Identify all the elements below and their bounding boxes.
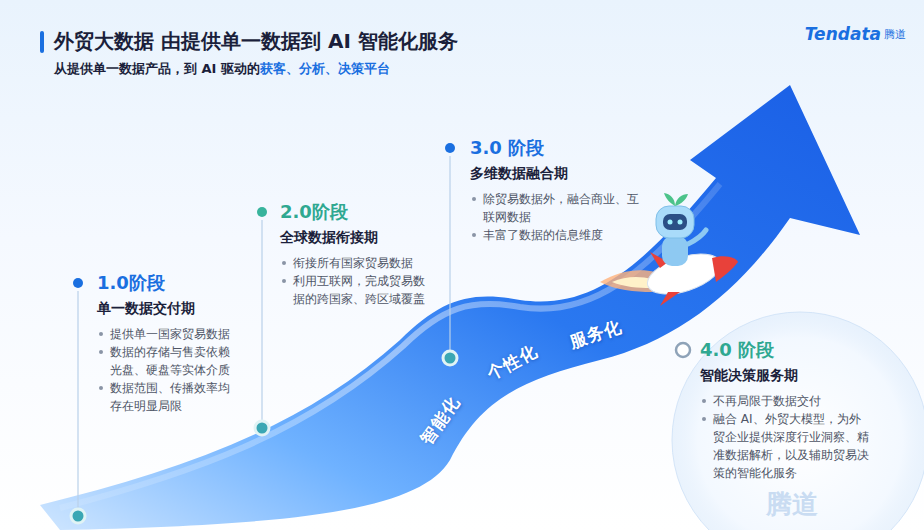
- bullet-item: 利用互联网，完成贸易数据的跨国家、跨区域覆盖: [280, 272, 425, 308]
- stage-name: 单一数据交付期: [97, 298, 239, 318]
- bullet-dot: [282, 261, 286, 265]
- arrow-word: 个性化: [483, 340, 540, 383]
- stage-heading: 2.0阶段: [280, 200, 425, 224]
- anchor-dot: [443, 351, 457, 365]
- bullet-item: 融合 AI、外贸大模型，为外贸企业提供深度行业洞察、精准数据解析，以及辅助贸易决…: [700, 410, 872, 482]
- logo-chinese: 腾道: [884, 27, 906, 42]
- bullet-text: 利用互联网，完成贸易数据的跨国家、跨区域覆盖: [293, 272, 425, 308]
- subtitle-part: 从提供单一数据产品，到 AI 驱动的: [54, 60, 260, 78]
- bullet-dot: [99, 386, 103, 390]
- rocket-robot: [600, 193, 738, 306]
- bullet-dot: [282, 279, 286, 283]
- anchor-dot: [71, 509, 85, 523]
- stage-heading: 1.0阶段: [97, 271, 239, 295]
- leader-line: [449, 156, 450, 352]
- bullet-item: 丰富了数据的信息维度: [470, 226, 640, 244]
- stage-name: 智能决策服务期: [700, 365, 872, 385]
- bullet-text: 融合 AI、外贸大模型，为外贸企业提供深度行业洞察、精准数据解析，以及辅助贸易决…: [713, 410, 872, 482]
- stage-block: 4.0 阶段智能决策服务期不再局限于数据交付融合 AI、外贸大模型，为外贸企业提…: [700, 338, 872, 482]
- bullet-item: 衔接所有国家贸易数据: [280, 254, 425, 272]
- anchor-dot: [255, 421, 269, 435]
- bullet-text: 丰富了数据的信息维度: [483, 226, 640, 244]
- leader-line: [77, 291, 78, 510]
- bullet-text: 不再局限于数据交付: [713, 392, 872, 410]
- stage-block: 1.0阶段单一数据交付期提供单一国家贸易数据数据的存储与售卖依赖光盘、硬盘等实体…: [97, 271, 239, 415]
- bullet-dot: [472, 233, 476, 237]
- title-bar: [40, 31, 44, 53]
- stage-name: 全球数据衔接期: [280, 227, 425, 247]
- title: 外贸大数据 由提供单一数据到 AI 智能化服务: [54, 28, 458, 54]
- stage-heading: 4.0 阶段: [700, 338, 872, 362]
- bullet-text: 提供单一国家贸易数据: [110, 325, 239, 343]
- bullet-text: 除贸易数据外，融合商业、互联网数据: [483, 190, 640, 226]
- bullet-dot: [702, 399, 706, 403]
- arrow-highlight: [60, 184, 720, 508]
- stage-block: 2.0阶段全球数据衔接期衔接所有国家贸易数据利用互联网，完成贸易数据的跨国家、跨…: [280, 200, 425, 308]
- stage-heading: 3.0 阶段: [470, 136, 640, 160]
- bullet-item: 数据的存储与售卖依赖光盘、硬盘等实体介质: [97, 343, 239, 379]
- bullet-dot: [472, 197, 476, 201]
- bullet-item: 提供单一国家贸易数据: [97, 325, 239, 343]
- subtitle-row: 从提供单一数据产品，到 AI 驱动的获客、分析、决策平台: [54, 60, 390, 78]
- stage-glow: [672, 312, 924, 530]
- anchor-dot: [676, 343, 690, 357]
- stage-dot: [445, 143, 455, 153]
- bullet-dot: [99, 350, 103, 354]
- watermark: 腾道: [766, 488, 818, 520]
- leader-line: [261, 220, 262, 422]
- growth-arrow: [40, 85, 860, 530]
- bullet-dot: [99, 332, 103, 336]
- subtitle-part: 获客、分析、决策平台: [260, 60, 390, 78]
- arrow-word: 服务化: [567, 316, 625, 352]
- arrow-word: 智能化: [416, 392, 463, 448]
- bullet-dot: [702, 417, 706, 421]
- stage-name: 多维数据融合期: [470, 163, 640, 183]
- stage-block: 3.0 阶段多维数据融合期除贸易数据外，融合商业、互联网数据丰富了数据的信息维度: [470, 136, 640, 244]
- bullet-item: 数据范围、传播效率均存在明显局限: [97, 379, 239, 415]
- logo: Tendata腾道: [805, 24, 906, 44]
- stage-dot: [73, 278, 83, 288]
- bullet-text: 数据范围、传播效率均存在明显局限: [110, 379, 239, 415]
- bullet-item: 不再局限于数据交付: [700, 392, 872, 410]
- bullet-item: 除贸易数据外，融合商业、互联网数据: [470, 190, 640, 226]
- bullet-text: 数据的存储与售卖依赖光盘、硬盘等实体介质: [110, 343, 239, 379]
- logo-wordmark: Tendata: [805, 24, 881, 44]
- stage-dot: [257, 207, 267, 217]
- bullet-text: 衔接所有国家贸易数据: [293, 254, 425, 272]
